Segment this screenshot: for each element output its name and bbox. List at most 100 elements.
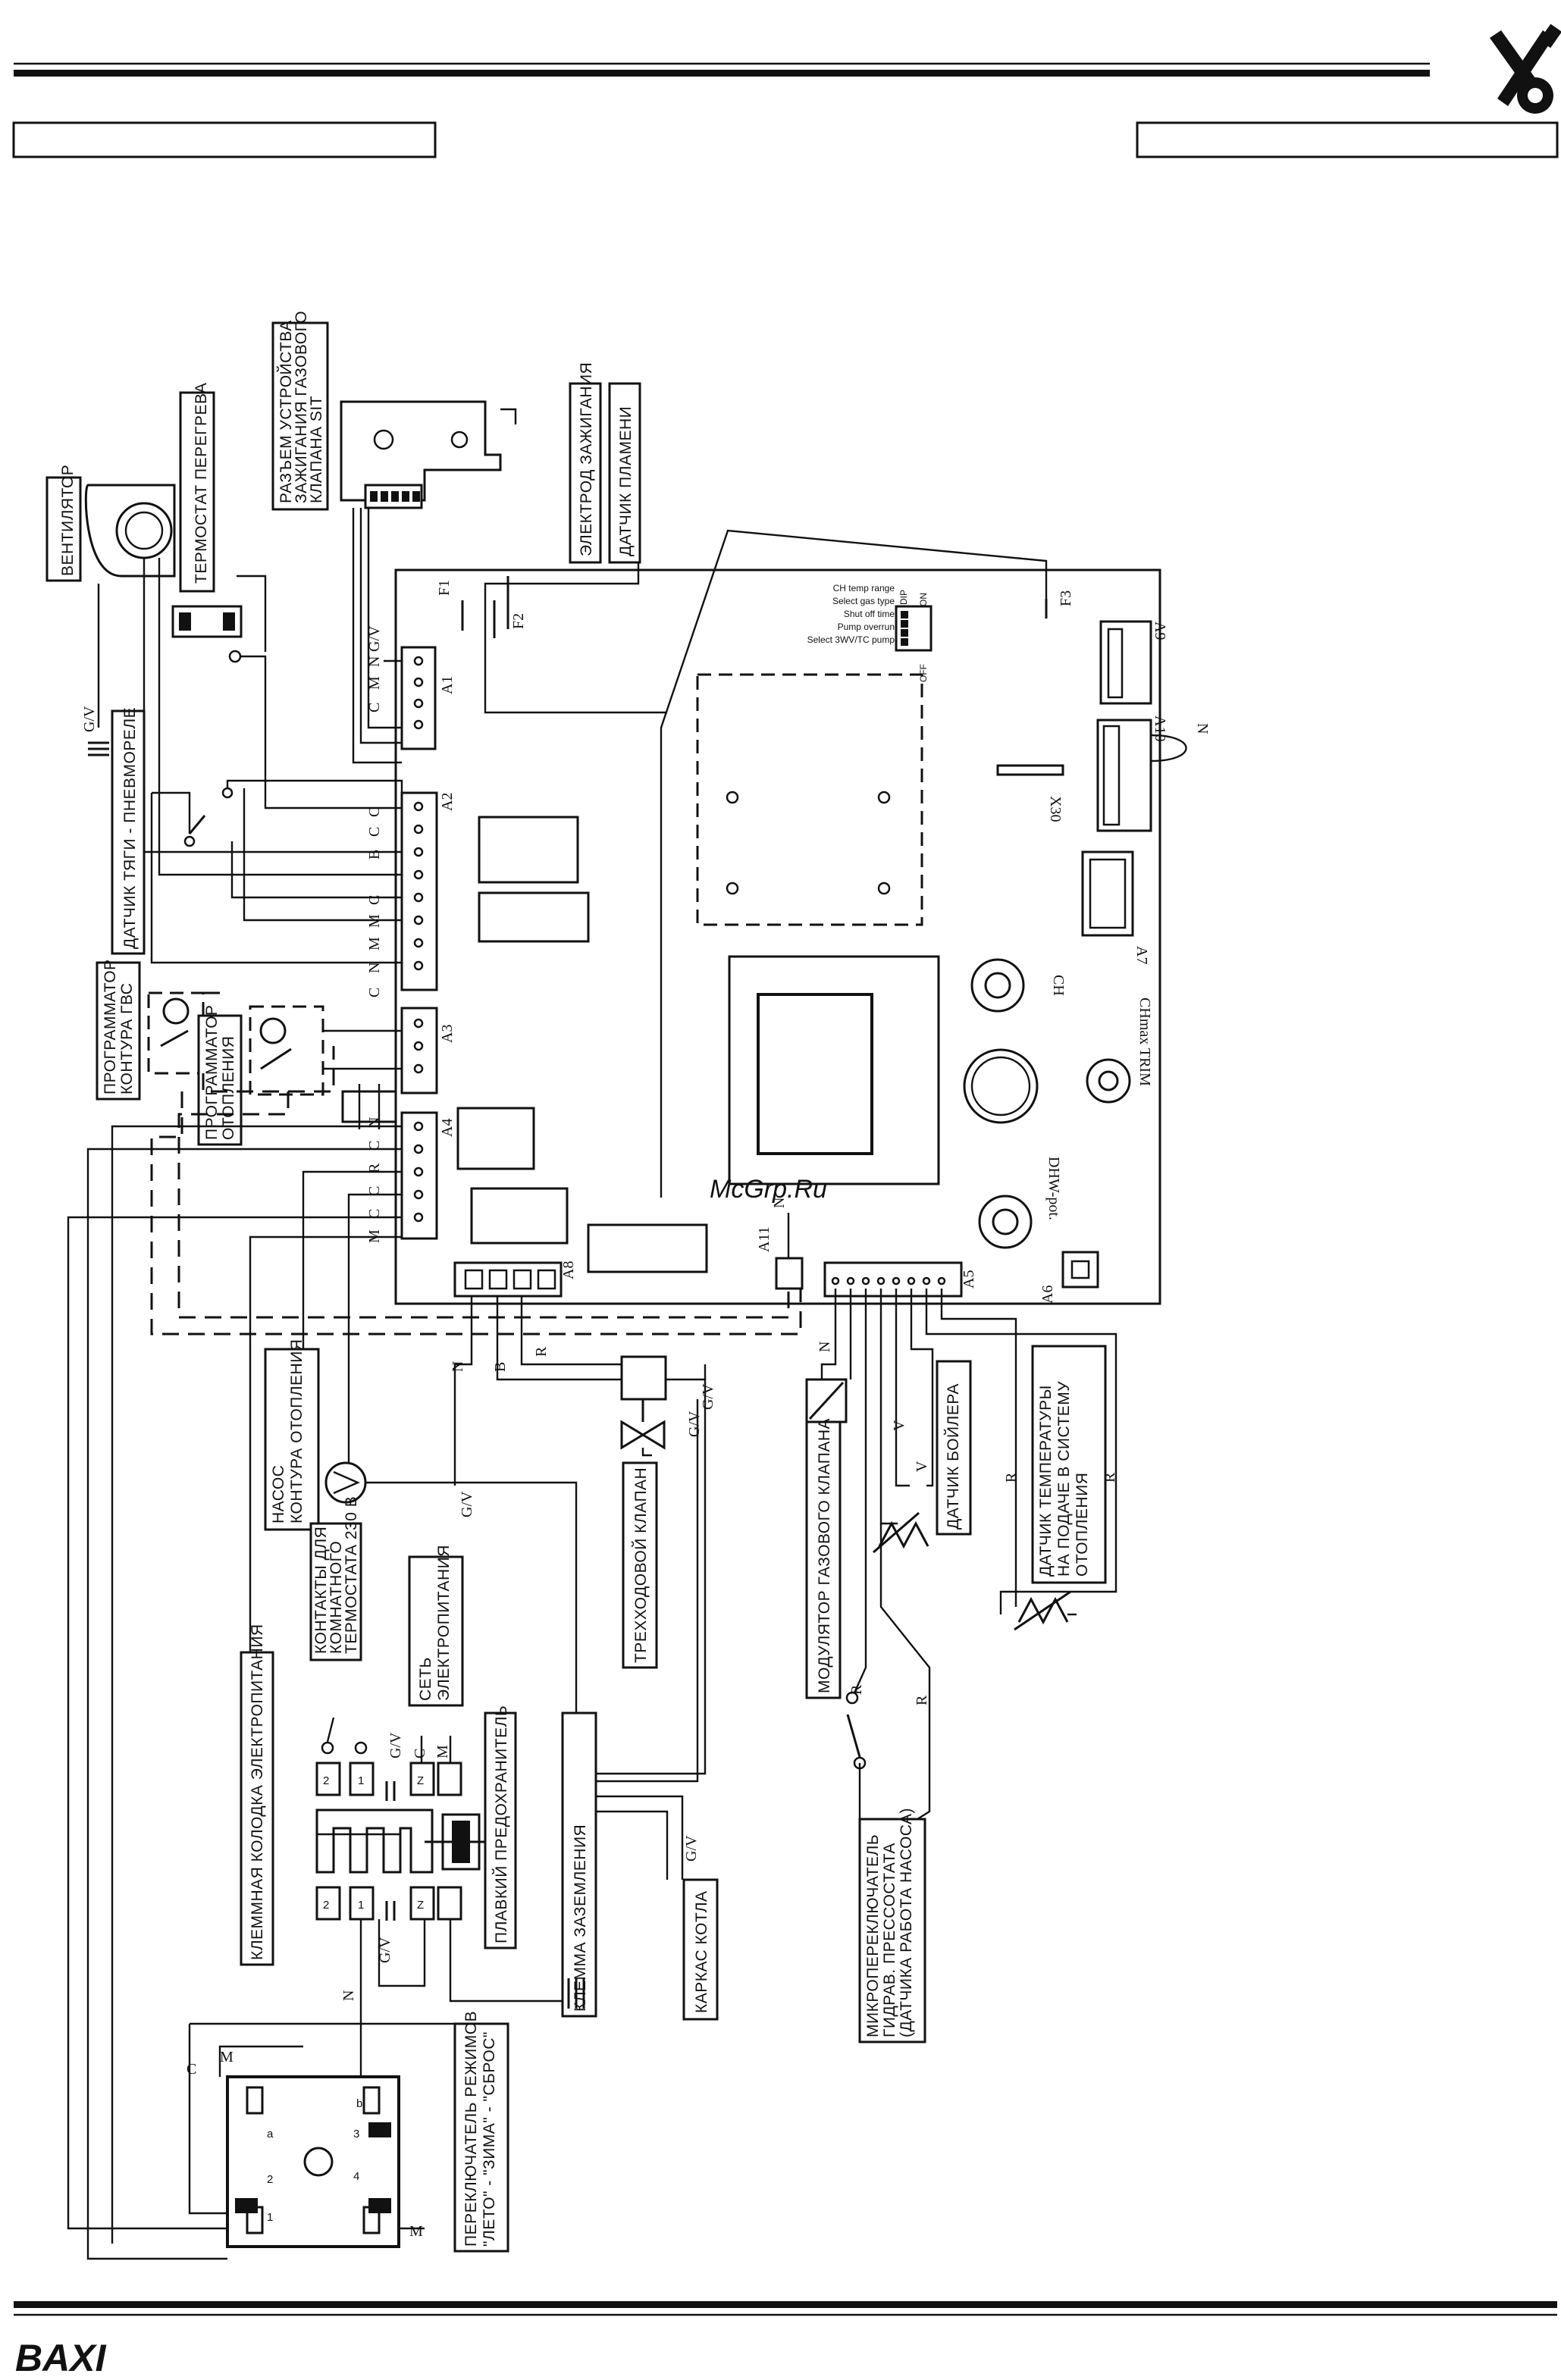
- mode-switch[interactable]: ПЕРЕКЛЮЧАТЕЛЬ РЕЖИМОВ "ЛЕТО" - "ЗИМА" - …: [187, 2011, 509, 2253]
- brand-logo: BAXI: [15, 2337, 107, 2379]
- svg-text:4: 4: [353, 2170, 359, 2183]
- knob-chmax-trim[interactable]: CHmax TRIM: [1086, 997, 1153, 1104]
- svg-text:ПЛАВКИЙ ПРЕДОХРАНИТЕЛЬ: ПЛАВКИЙ ПРЕДОХРАНИТЕЛЬ: [492, 1705, 510, 1943]
- knob-ch[interactable]: CH: [970, 958, 1067, 1013]
- svg-text:КОМНАТНОГО: КОМНАТНОГО: [328, 1541, 345, 1654]
- knob-dhw[interactable]: DHW-pot.: [978, 1157, 1062, 1249]
- fan-wire-1: [143, 558, 402, 853]
- svg-text:РАЗЪЕМ УСТРОЙСТВА: РАЗЪЕМ УСТРОЙСТВА: [277, 320, 295, 503]
- a10-loop: [1150, 734, 1187, 763]
- footer-rule-thick: [14, 2301, 1557, 2308]
- connector-a2: A2: [400, 791, 456, 991]
- svg-text:M: M: [409, 2223, 423, 2240]
- svg-text:N: N: [450, 1361, 466, 1372]
- svg-text:G/V: G/V: [387, 1732, 404, 1758]
- svg-text:Select 3WV/TC pump: Select 3WV/TC pump: [807, 634, 895, 645]
- svg-text:V: V: [891, 1420, 907, 1431]
- svg-text:b: b: [356, 2097, 362, 2110]
- relay-4: [470, 1187, 569, 1245]
- svg-text:ТРЕХХОДОВОЙ КЛАПАН: ТРЕХХОДОВОЙ КЛАПАН: [632, 1467, 650, 1663]
- buzzer: [963, 1048, 1039, 1124]
- connector-a1: A1: [400, 646, 456, 750]
- svg-text:ПРОГРАММАТОР: ПРОГРАММАТОР: [102, 959, 119, 1094]
- svg-text:R: R: [848, 1684, 865, 1695]
- svg-text:ГИДРАВ. ПРЕССОСТАТА: ГИДРАВ. ПРЕССОСТАТА: [881, 1843, 898, 2037]
- svg-text:G/V: G/V: [81, 706, 98, 732]
- svg-text:ДАТЧИК БОЙЛЕРА: ДАТЧИК БОЙЛЕРА: [944, 1383, 962, 1530]
- relay-3: [456, 1107, 535, 1170]
- svg-text:C: C: [366, 1141, 383, 1151]
- svg-text:КАРКАС КОТЛА: КАРКАС КОТЛА: [693, 1890, 710, 2013]
- dip-switch[interactable]: ON OFF DIP CH temp range Select gas type…: [807, 583, 933, 682]
- svg-text:2: 2: [323, 1899, 329, 1912]
- svg-text:N: N: [366, 656, 383, 667]
- relay-1: [478, 816, 579, 884]
- fuse-holder: [341, 1090, 397, 1123]
- svg-text:C: C: [187, 2061, 196, 2078]
- svg-text:M: M: [366, 914, 383, 928]
- svg-text:DIP: DIP: [898, 590, 909, 605]
- svg-text:OFF: OFF: [918, 664, 929, 682]
- header-box-right: [1136, 121, 1559, 158]
- svg-text:КЛАПАНА SIT: КЛАПАНА SIT: [308, 396, 325, 503]
- svg-text:A2: A2: [439, 793, 456, 811]
- svg-text:R: R: [533, 1346, 550, 1357]
- header-rule-thick: [14, 70, 1430, 77]
- svg-text:a: a: [267, 2128, 274, 2140]
- svg-text:M: M: [366, 676, 383, 690]
- svg-text:C: C: [366, 827, 383, 837]
- svg-text:КЛЕММНАЯ КОЛОДКА ЭЛЕКТРОПИТАНИ: КЛЕММНАЯ КОЛОДКА ЭЛЕКТРОПИТАНИЯ: [249, 1624, 266, 1960]
- header-box-left: [12, 121, 437, 158]
- svg-text:A7: A7: [1133, 946, 1150, 964]
- svg-text:A8: A8: [560, 1261, 577, 1279]
- boiler-frame: КАРКАС КОТЛА G/V: [682, 1835, 719, 2021]
- header: [12, 23, 1561, 158]
- three-way-valve: N B R ТРЕХХОДОВОЙ КЛАПАН G/V G/V: [450, 1296, 716, 1775]
- svg-text:"ЛЕТО" - "ЗИМА" - "СБРОС": "ЛЕТО" - "ЗИМА" - "СБРОС": [481, 2031, 498, 2247]
- svg-text:Z: Z: [417, 1774, 424, 1787]
- svg-text:R: R: [366, 1163, 383, 1173]
- svg-text:(ДАТЧИКА РАБОТА НАСОСА): (ДАТЧИКА РАБОТА НАСОСА): [898, 1808, 915, 2037]
- svg-text:X30: X30: [1047, 796, 1064, 822]
- valve-actuator: [620, 1355, 667, 1401]
- svg-text:ТЕРМОСТАТ ПЕРЕГРЕВА: ТЕРМОСТАТ ПЕРЕГРЕВА: [193, 383, 210, 584]
- footer: BAXI: [14, 2301, 1557, 2379]
- svg-text:A5: A5: [961, 1270, 977, 1289]
- svg-text:R: R: [914, 1695, 930, 1705]
- svg-text:A4: A4: [439, 1119, 456, 1137]
- watermark: McGrp.Ru: [710, 1175, 827, 1204]
- svg-text:A3: A3: [439, 1025, 456, 1043]
- board-dashed-region: [696, 673, 923, 926]
- svg-text:G/V: G/V: [700, 1383, 716, 1410]
- svg-text:КОНТУРА ОТОПЛЕНИЯ: КОНТУРА ОТОПЛЕНИЯ: [288, 1339, 306, 1524]
- svg-text:A6: A6: [1039, 1286, 1056, 1304]
- svg-text:Pump overrun: Pump overrun: [838, 622, 895, 632]
- a2-wire-labels: C C B C M M N C N M C: [366, 656, 383, 997]
- svg-text:DHW-pot.: DHW-pot.: [1045, 1157, 1062, 1220]
- svg-text:Z: Z: [417, 1899, 424, 1912]
- draft-wire-2: [243, 788, 402, 922]
- svg-text:ЭЛЕКТРОД ЗАЖИГАНИЯ: ЭЛЕКТРОД ЗАЖИГАНИЯ: [578, 362, 595, 556]
- svg-text:CHmax TRIM: CHmax TRIM: [1136, 997, 1153, 1086]
- svg-text:C: C: [366, 703, 383, 712]
- svg-text:ДАТЧИК ПЛАМЕНИ: ДАТЧИК ПЛАМЕНИ: [617, 406, 635, 556]
- svg-text:G/V: G/V: [377, 1937, 393, 1963]
- svg-text:M: M: [434, 1745, 451, 1758]
- gas-modulator: МОДУЛЯТОР ГАЗОВОГО КЛАПАНА N: [805, 1289, 852, 1699]
- dashed-link-heating: [177, 1091, 790, 1319]
- svg-text:F3: F3: [1058, 590, 1074, 606]
- svg-text:ПЕРЕКЛЮЧАТЕЛЬ РЕЖИМОВ: ПЕРЕКЛЮЧАТЕЛЬ РЕЖИМОВ: [462, 2011, 480, 2247]
- connector-x30: X30: [996, 764, 1064, 822]
- svg-text:M: M: [366, 937, 383, 950]
- svg-text:ТЕРМОСТАТА 230 В: ТЕРМОСТАТА 230 В: [343, 1496, 360, 1654]
- svg-text:A1: A1: [439, 676, 456, 694]
- connector-a7: A7: [1081, 850, 1150, 964]
- svg-text:CH temp range: CH temp range: [833, 583, 895, 593]
- svg-text:ЗАЖИГАНИЯ ГАЗОВОГО: ЗАЖИГАНИЯ ГАЗОВОГО: [293, 311, 310, 503]
- svg-text:B: B: [366, 850, 383, 860]
- svg-text:КОНТУРА ГВС: КОНТУРА ГВС: [118, 983, 136, 1094]
- transformer-core: [757, 993, 873, 1155]
- svg-text:1: 1: [358, 1899, 364, 1912]
- relay-2: [478, 891, 590, 943]
